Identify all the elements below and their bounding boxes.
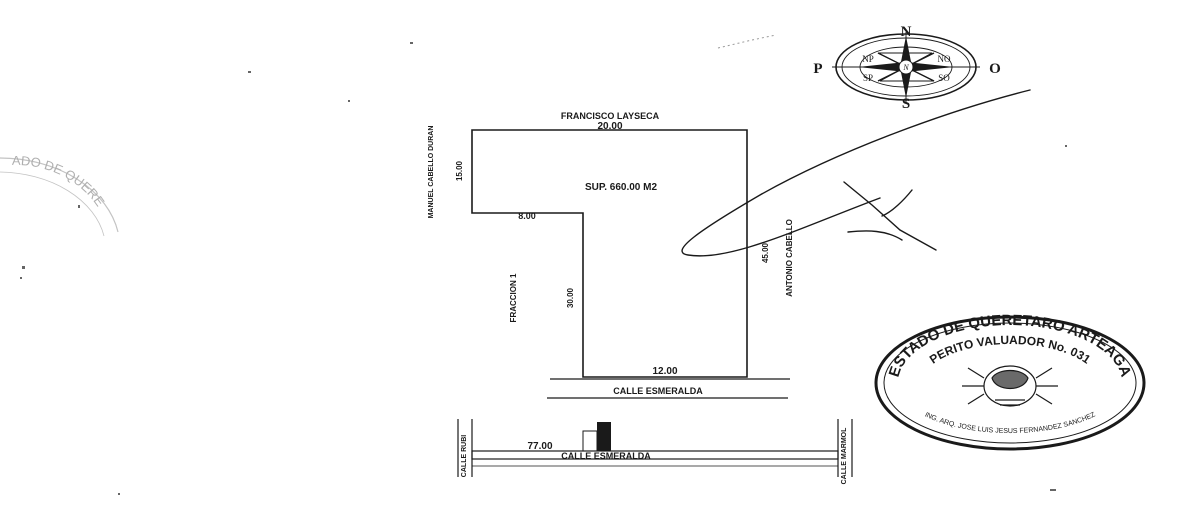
signature xyxy=(681,89,1031,257)
compass-se-label: SO xyxy=(938,73,950,83)
right-length-label: 45.00 xyxy=(761,242,770,263)
front-street: CALLE ESMERALDA xyxy=(547,378,790,399)
location-strip: 77.00 CALLE ESMERALDA CALLE RUBI CALLE M… xyxy=(457,419,853,484)
location-left-street-label: CALLE RUBI xyxy=(461,435,468,477)
stamp-emblem xyxy=(962,365,1058,407)
compass-west-label: P xyxy=(813,61,822,77)
location-right-street-label: CALLE MARMOL xyxy=(841,427,848,484)
compass-south-label: S xyxy=(902,96,910,112)
compass-north-label: N xyxy=(901,24,912,40)
fraction-label: FRACCION 1 xyxy=(509,273,518,322)
area-label: SUP. 660.00 M2 xyxy=(585,182,658,193)
faint-stamp: ADO DE QUERE xyxy=(0,153,119,237)
front-street-label: CALLE ESMERALDA xyxy=(613,386,703,396)
scan-streak xyxy=(717,34,777,49)
notch-length-label: 8.00 xyxy=(518,211,536,221)
compass-ne-label: NO xyxy=(938,54,951,64)
compass-center-label: N xyxy=(902,63,909,72)
compass-sw-label: SP xyxy=(863,73,873,83)
left-neighbor-label: MANUEL CABELLO DURAN xyxy=(428,126,435,219)
stamp-inner-text: PERITO VALUADOR No. 031 xyxy=(927,333,1093,367)
top-neighbor-label: FRANCISCO LAYSECA xyxy=(561,111,660,121)
location-distance-label: 77.00 xyxy=(527,441,552,452)
compass-rose: N S P O NP NO SP SO N xyxy=(813,24,1000,112)
plot-outline xyxy=(471,129,748,378)
left-length-label: 15.00 xyxy=(455,160,464,181)
bottom-length-label: 12.00 xyxy=(652,366,677,377)
location-street-label: CALLE ESMERALDA xyxy=(561,451,651,461)
location-plot-marker xyxy=(597,422,611,451)
valuer-stamp: ESTADO DE QUERETARO ARTEAGA PERITO VALUA… xyxy=(874,312,1146,451)
stamp-bottom-text: ING. ARQ. JOSE LUIS JESUS FERNANDEZ SANC… xyxy=(924,411,1098,435)
scan-specks xyxy=(20,42,1067,495)
faint-stamp-text: ADO DE QUERE xyxy=(12,153,108,209)
top-length-label: 20.00 xyxy=(597,121,622,132)
inner-length-label: 30.00 xyxy=(566,287,575,308)
right-neighbor-label: ANTONIO CABELLO xyxy=(785,219,794,297)
compass-east-label: O xyxy=(989,61,1001,77)
compass-nw-label: NP xyxy=(862,54,874,64)
